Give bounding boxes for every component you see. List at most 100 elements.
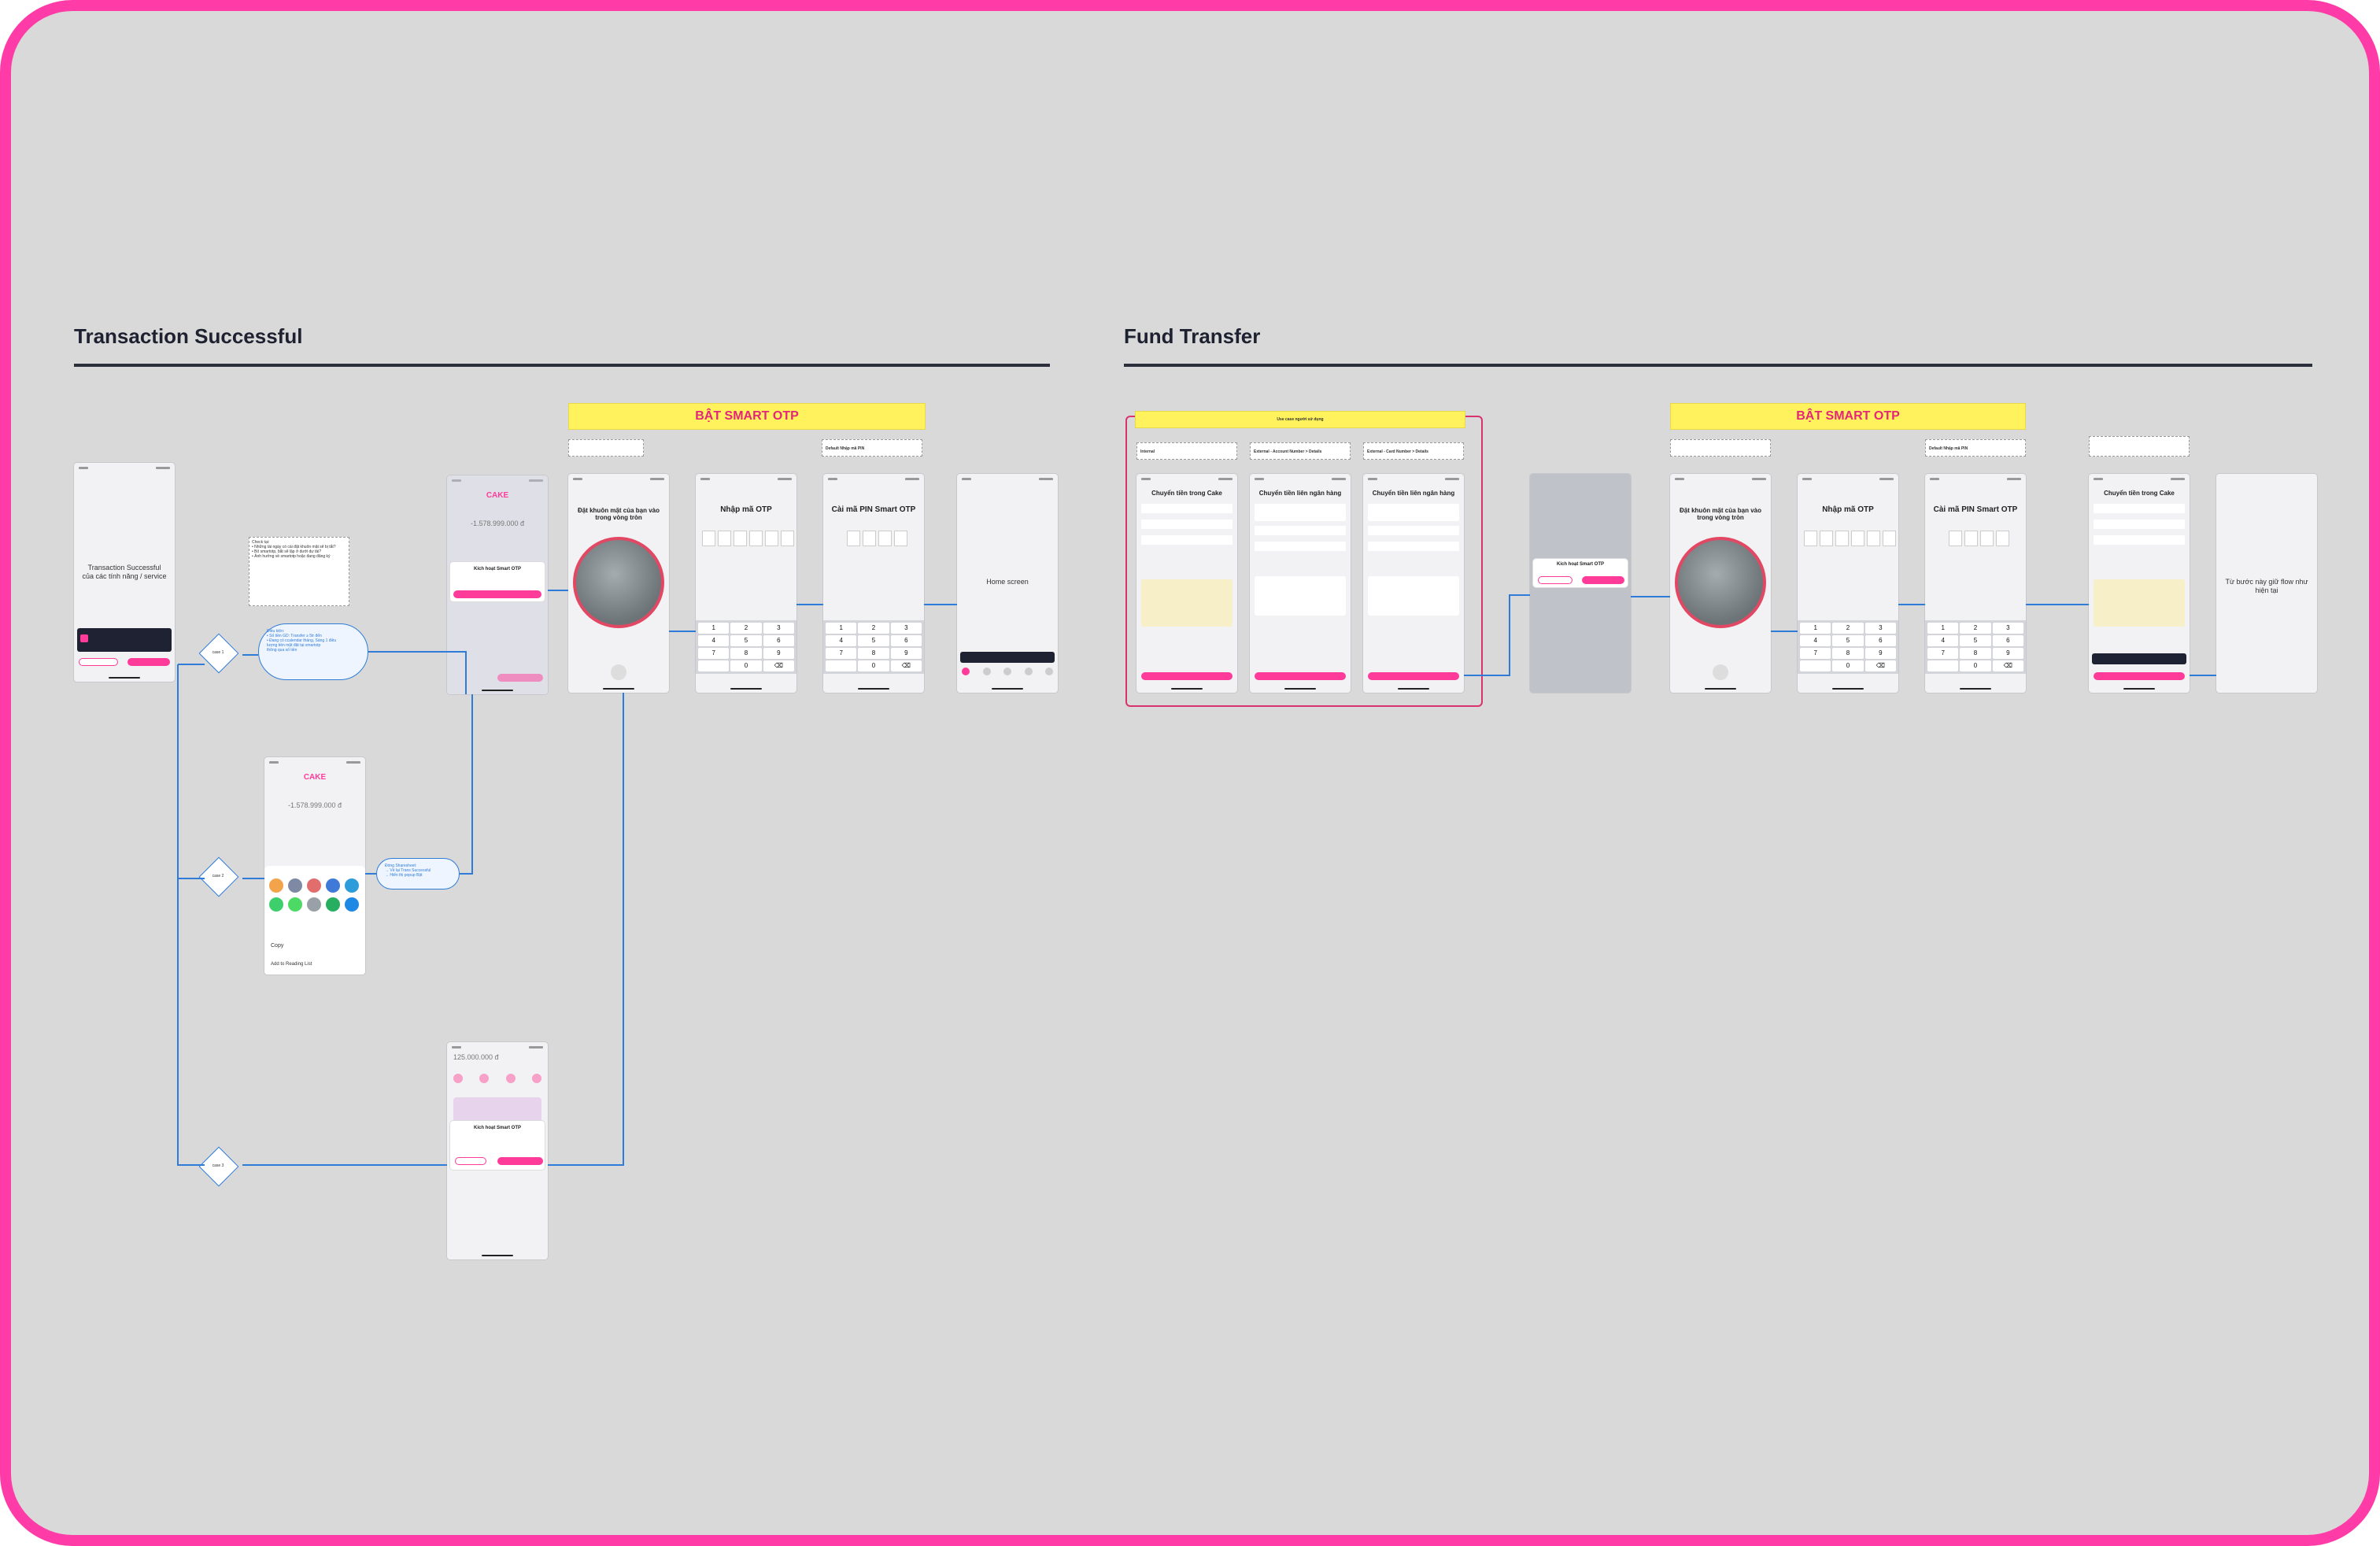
- status-bar: [452, 479, 543, 483]
- section-title-fund-transfer: Fund Transfer: [1124, 324, 1261, 348]
- dialog-activate-button[interactable]: [1582, 576, 1624, 584]
- note-check: Check tại: • Những tài ngày có cài đặt k…: [249, 537, 349, 606]
- label-external-account: External - Account Number > Details: [1250, 442, 1351, 460]
- home-balance: 125.000.000 đ: [453, 1053, 499, 1061]
- label-face-setup: [568, 439, 644, 457]
- dialog-later-button[interactable]: [1538, 576, 1572, 584]
- amount-field[interactable]: [1255, 542, 1346, 551]
- camera-preview: [573, 537, 664, 628]
- screen-share-sheet: CAKE -1.578.999.000 đ Copy Add to Readin…: [264, 757, 365, 975]
- home-indicator: [109, 677, 140, 679]
- amount-field[interactable]: [1368, 542, 1459, 551]
- status-bar: [269, 760, 360, 765]
- status-bar: [79, 466, 170, 471]
- screen-home-left: Home screen: [957, 474, 1058, 693]
- later-button[interactable]: [79, 658, 118, 666]
- status-bar: [573, 477, 664, 482]
- home-indicator: [2123, 688, 2155, 690]
- continue-button[interactable]: [1368, 672, 1459, 680]
- otp-input[interactable]: [702, 531, 794, 546]
- section-title-transaction: Transaction Successful: [74, 324, 303, 348]
- share-targets[interactable]: [269, 878, 359, 912]
- shutter-icon[interactable]: [611, 664, 626, 680]
- section-rule-left: [74, 364, 1050, 367]
- share-panel: Copy Add to Reading List: [264, 866, 365, 975]
- case-3-label: case 3: [212, 1163, 224, 1168]
- screen-transfer-internal: Chuyển tiền trong Cake: [1136, 474, 1237, 693]
- source-account-field[interactable]: [1141, 504, 1232, 513]
- home-indicator: [1398, 688, 1429, 690]
- status-bar: [1930, 477, 2021, 482]
- shutter-icon[interactable]: [1713, 664, 1728, 680]
- pin-title: Cài mã PIN Smart OTP: [1933, 505, 2018, 514]
- dialog-later-button[interactable]: [455, 1157, 486, 1165]
- bank-transfer-title: Chuyển tiền liên ngân hàng: [1372, 490, 1455, 497]
- label-internal: Internal: [1136, 442, 1237, 460]
- transfer-title: Chuyển tiền trong Cake: [1151, 490, 1222, 497]
- otp-title: Nhập mã OTP: [1822, 505, 1874, 514]
- recipient-field[interactable]: [1141, 520, 1232, 529]
- message-field[interactable]: [1368, 576, 1459, 616]
- home-shortcuts[interactable]: [453, 1074, 541, 1083]
- message-field[interactable]: [1255, 576, 1346, 616]
- shield-icon: [80, 634, 88, 642]
- status-bar: [700, 477, 792, 482]
- continue-button[interactable]: [1141, 672, 1232, 680]
- bank-field[interactable]: [1255, 526, 1346, 535]
- home-smart-otp-dialog: Kích hoạt Smart OTP: [450, 1121, 545, 1170]
- use-case-label: Use case người sử dụng: [1135, 411, 1465, 428]
- case-2-label: case 2: [212, 874, 224, 878]
- share-copy[interactable]: Copy: [271, 943, 284, 949]
- status-bar: [1141, 477, 1232, 482]
- tx-success-text: Transaction Successful của các tính năng…: [82, 564, 167, 580]
- recipient-details-field[interactable]: [1255, 504, 1346, 521]
- case-1-label: case 1: [212, 650, 224, 655]
- recipient-field[interactable]: [2094, 520, 2185, 529]
- tab-bar[interactable]: [962, 668, 1053, 677]
- flow-connectors: [177, 590, 2216, 1166]
- face-title: Đặt khuôn mặt của bạn vào trong vòng trò…: [1679, 507, 1762, 521]
- home-indicator: [603, 688, 634, 690]
- dialog-title: Kích hoạt Smart OTP: [473, 567, 521, 571]
- smart-otp-dialog: Kích hoạt Smart OTP: [450, 562, 545, 601]
- status-bar: [1368, 477, 1459, 482]
- home-indicator: [1705, 688, 1736, 690]
- pin-input[interactable]: [1949, 531, 2009, 546]
- success-toast: [2092, 653, 2186, 664]
- status-bar: [828, 477, 919, 482]
- amount-field[interactable]: [2094, 535, 2185, 545]
- dialog-activate-button[interactable]: [453, 590, 541, 598]
- home-indicator: [858, 688, 889, 690]
- done-button[interactable]: [497, 674, 543, 682]
- bank-transfer-title: Chuyển tiền liên ngân hàng: [1258, 490, 1342, 497]
- camera-preview: [1675, 537, 1766, 628]
- section-rule-right: [1124, 364, 2312, 367]
- bank-field[interactable]: [1368, 526, 1459, 535]
- card-details-field[interactable]: [1368, 504, 1459, 521]
- screen-home-dialog: 125.000.000 đ Kích hoạt Smart OTP: [447, 1042, 548, 1259]
- continue-button[interactable]: [1255, 672, 1346, 680]
- pin-title: Cài mã PIN Smart OTP: [831, 505, 916, 514]
- home-indicator: [1960, 688, 1991, 690]
- share-reading-list[interactable]: Add to Reading List: [271, 962, 312, 967]
- home-indicator: [992, 688, 1023, 690]
- dialog-activate-button[interactable]: [497, 1157, 543, 1165]
- home-indicator: [1171, 688, 1203, 690]
- activate-toast[interactable]: [77, 628, 172, 652]
- share-amount: -1.578.999.000 đ: [287, 801, 342, 809]
- activate-button[interactable]: [128, 658, 170, 666]
- continue-button[interactable]: [2094, 672, 2185, 680]
- amount-field[interactable]: [1141, 535, 1232, 545]
- otp-input[interactable]: [1804, 531, 1896, 546]
- dialog-title: Kích hoạt Smart OTP: [1556, 562, 1604, 567]
- home-indicator: [730, 688, 762, 690]
- source-account-field[interactable]: [2094, 504, 2185, 513]
- pin-input[interactable]: [847, 531, 907, 546]
